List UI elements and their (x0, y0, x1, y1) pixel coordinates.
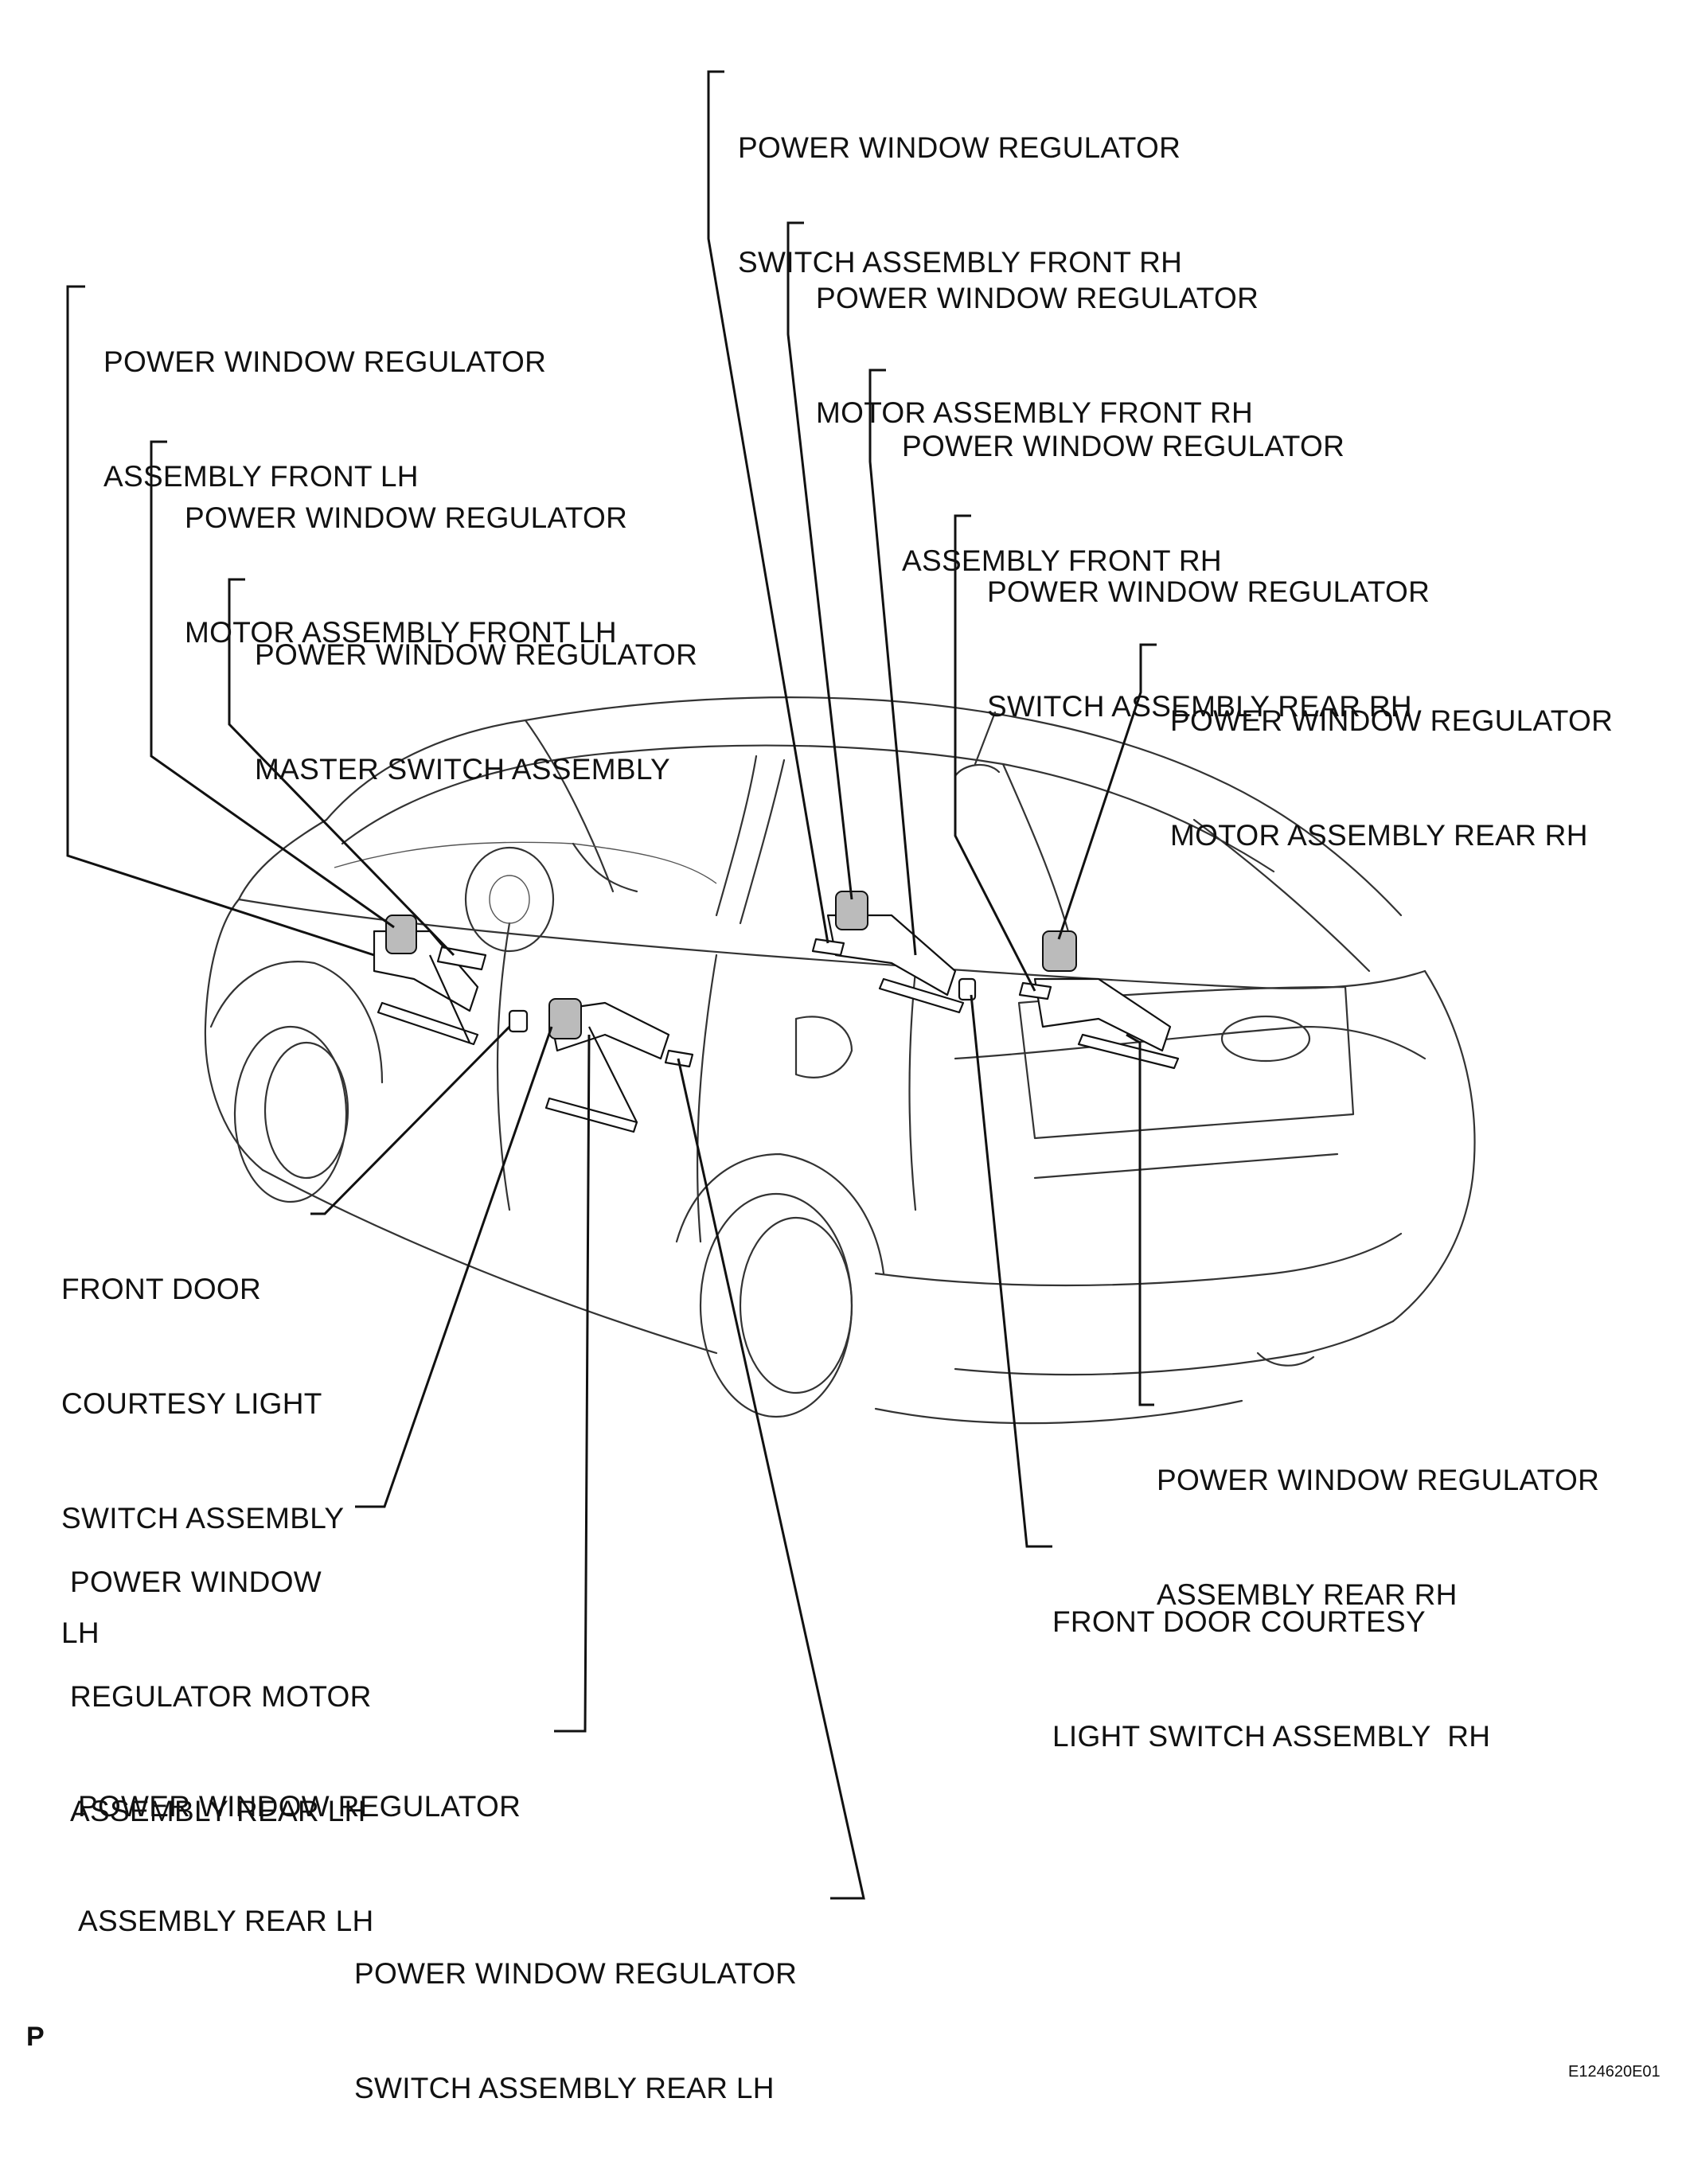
label-line: FRONT DOOR (61, 1273, 262, 1305)
label-line: SWITCH ASSEMBLY REAR RH (987, 690, 1412, 723)
leader-motor-rear-rh (1057, 643, 1157, 940)
label-motor-rear-rh: POWER WINDOW REGULATOR MOTOR ASSEMBLY RE… (1170, 626, 1613, 931)
switch-rear-rh (1018, 981, 1052, 1000)
label-courtesy-switch-lh: FRONT DOOR COURTESY LIGHT SWITCH ASSEMBL… (61, 1194, 344, 1729)
leader-switch-rear-lh (677, 1058, 865, 1900)
motor-rear-rh (1042, 930, 1077, 972)
label-line: ASSEMBLY REAR LH (78, 1905, 374, 1937)
corner-mark: P (26, 2022, 45, 2052)
label-line: SWITCH ASSEMBLY REAR LH (354, 2072, 775, 2104)
leader-switch-front-rh (707, 70, 829, 944)
motor-front-lh (385, 915, 417, 954)
motor-rear-lh (548, 998, 582, 1039)
label-line: POWER WINDOW REGULATOR (103, 345, 547, 378)
figure-code: E124620E01 (1568, 2063, 1661, 2081)
label-line: FRONT DOOR COURTESY (1052, 1605, 1426, 1638)
label-line: MASTER SWITCH ASSEMBLY (255, 753, 670, 786)
leader-regulator-rear-rh (1126, 1033, 1154, 1406)
label-line: POWER WINDOW (70, 1566, 322, 1598)
label-line: POWER WINDOW REGULATOR (738, 131, 1181, 164)
label-line: COURTESY LIGHT (61, 1387, 322, 1420)
leader-motor-front-lh (150, 440, 395, 929)
label-switch-rear-lh: POWER WINDOW REGULATOR SWITCH ASSEMBLY R… (354, 1878, 797, 2184)
label-regulator-front-rh: POWER WINDOW REGULATOR ASSEMBLY FRONT RH (902, 351, 1345, 657)
car-body (204, 696, 1476, 1425)
label-motor-front-lh: POWER WINDOW REGULATOR MOTOR ASSEMBLY FR… (185, 423, 627, 728)
label-line: SWITCH ASSEMBLY FRONT RH (738, 246, 1183, 279)
label-line: POWER WINDOW REGULATOR (78, 1790, 521, 1823)
label-master-switch: POWER WINDOW REGULATOR MASTER SWITCH ASS… (255, 560, 697, 865)
label-line: ASSEMBLY FRONT RH (902, 544, 1222, 577)
label-line: SWITCH ASSEMBLY (61, 1502, 345, 1535)
leader-courtesy-switch-rh (970, 994, 1052, 1548)
label-line: POWER WINDOW REGULATOR (354, 1957, 798, 1990)
label-regulator-rear-lh: POWER WINDOW REGULATOR ASSEMBLY REAR LH (78, 1711, 521, 2017)
leader-regulator-rear-lh (554, 1034, 591, 1733)
label-line: MOTOR ASSEMBLY FRONT LH (185, 616, 617, 649)
label-line: ASSEMBLY REAR RH (1157, 1578, 1458, 1611)
label-motor-rear-lh: POWER WINDOW REGULATOR MOTOR ASSEMBLY RE… (70, 1487, 372, 1907)
label-motor-front-rh: POWER WINDOW REGULATOR MOTOR ASSEMBLY FR… (816, 203, 1259, 509)
label-regulator-rear-rh: POWER WINDOW REGULATOR ASSEMBLY REAR RH (1157, 1385, 1599, 1691)
car-illustration (66, 70, 1476, 1900)
label-line: LIGHT SWITCH ASSEMBLY RH (1052, 1720, 1491, 1753)
label-line: ASSEMBLY FRONT LH (103, 460, 419, 493)
label-line: LH (61, 1617, 100, 1649)
leader-courtesy-switch-lh (310, 1025, 511, 1215)
label-line: POWER WINDOW REGULATOR (987, 575, 1430, 608)
label-switch-front-rh: POWER WINDOW REGULATOR SWITCH ASSEMBLY F… (738, 53, 1182, 358)
switch-front-rh (811, 938, 845, 957)
label-line: MOTOR ASSEMBLY FRONT RH (816, 396, 1253, 429)
label-courtesy-switch-rh: FRONT DOOR COURTESY LIGHT SWITCH ASSEMBL… (1052, 1527, 1490, 1832)
label-line: POWER WINDOW REGULATOR (902, 430, 1345, 462)
leader-master-switch (228, 578, 455, 957)
component-location-diagram: POWER WINDOW REGULATOR SWITCH ASSEMBLY F… (26, 53, 1661, 2104)
label-line: ASSEMBLY REAR LH (70, 1795, 366, 1827)
leader-regulator-front-lh (66, 285, 375, 957)
label-switch-rear-rh: POWER WINDOW REGULATOR SWITCH ASSEMBLY R… (987, 497, 1430, 802)
label-line: POWER WINDOW REGULATOR (1170, 704, 1614, 737)
label-line: POWER WINDOW REGULATOR (255, 638, 698, 671)
leader-motor-front-rh (786, 221, 853, 900)
label-line: POWER WINDOW REGULATOR (185, 501, 628, 534)
leader-switch-rear-rh (954, 514, 1036, 992)
label-line: REGULATOR MOTOR (70, 1680, 372, 1713)
leader-lines (66, 70, 1157, 1900)
label-line: POWER WINDOW REGULATOR (1157, 1464, 1600, 1496)
regulator-rear-rh (1033, 977, 1180, 1070)
label-line: POWER WINDOW REGULATOR (816, 282, 1259, 314)
label-line: MOTOR ASSEMBLY REAR RH (1170, 819, 1588, 852)
leader-regulator-front-rh (868, 369, 917, 956)
label-regulator-front-lh: POWER WINDOW REGULATOR ASSEMBLY FRONT LH (103, 267, 546, 572)
courtesy-switch-rh (958, 977, 977, 1001)
courtesy-switch-lh (508, 1009, 529, 1033)
leader-motor-rear-lh (355, 1026, 553, 1508)
